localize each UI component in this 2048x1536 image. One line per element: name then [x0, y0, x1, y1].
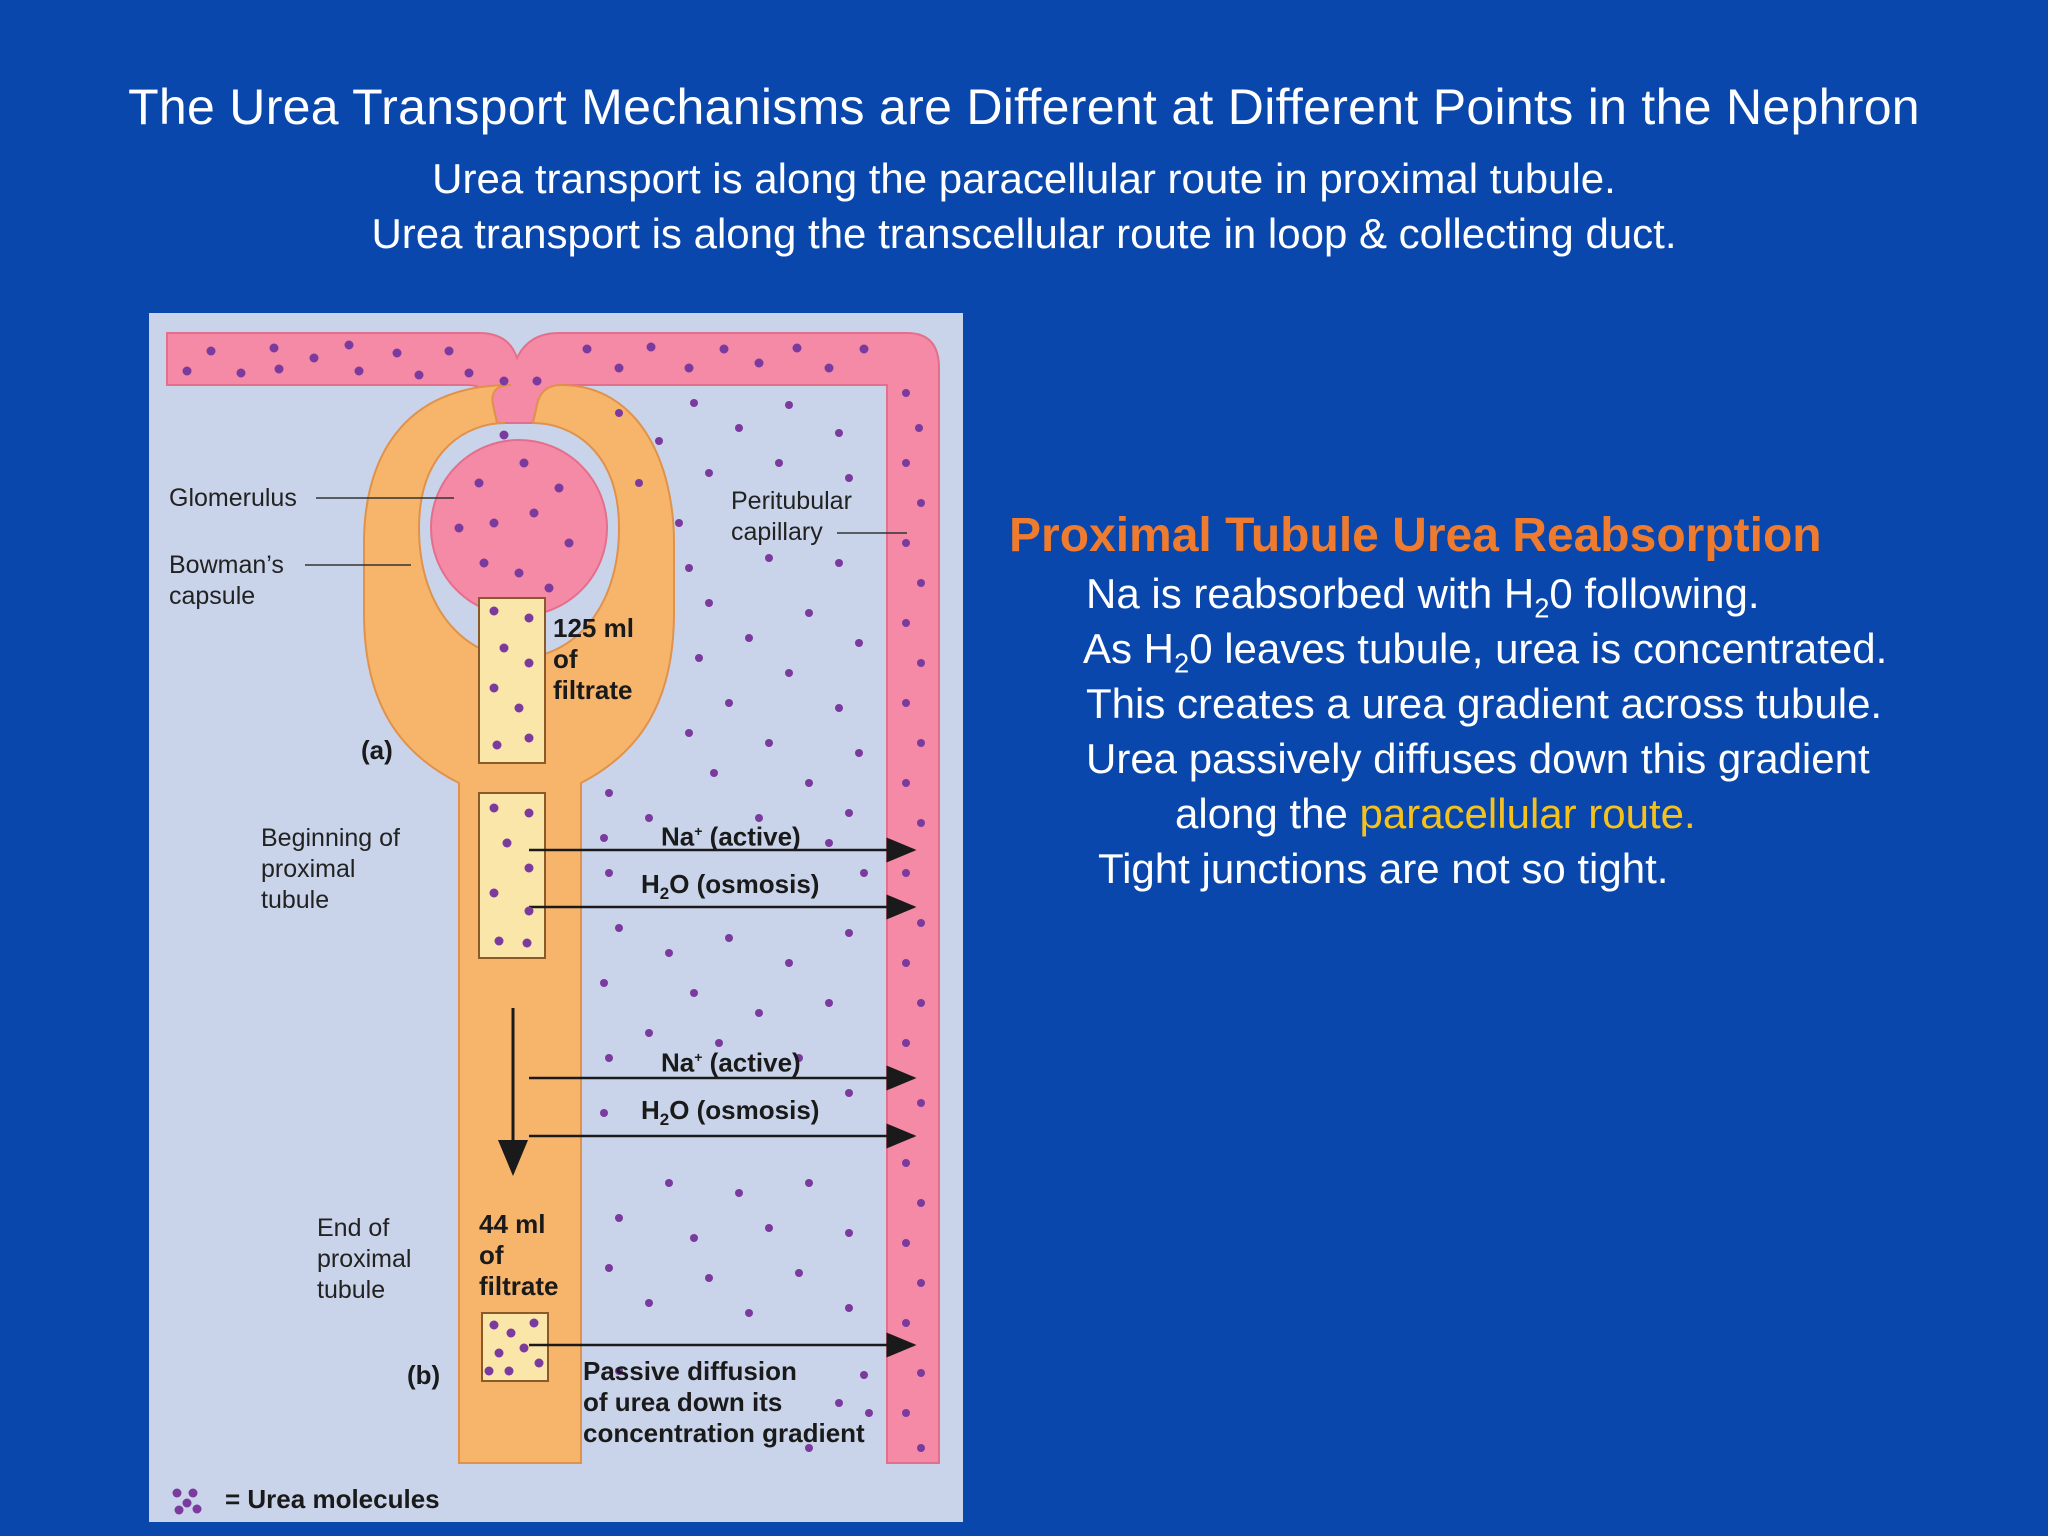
- paracellular-route-highlight: paracellular route.: [1359, 790, 1696, 837]
- glomerulus-label: Glomerulus: [169, 484, 297, 512]
- na-rest-2: (active): [702, 1047, 801, 1078]
- end-label-2: proximal: [317, 1245, 412, 1273]
- beginning-label-3: tubule: [261, 886, 330, 914]
- line1-a: Na is reabsorbed with H: [1086, 570, 1535, 617]
- label-b: (b): [407, 1360, 441, 1390]
- panel-line-2: As H20 leaves tubule, urea is concentrat…: [1083, 625, 1887, 680]
- filtrate-125-label-1: 125 ml: [553, 613, 634, 643]
- line2-sub: 2: [1174, 647, 1190, 679]
- slide-title: The Urea Transport Mechanisms are Differ…: [128, 79, 1920, 135]
- beginning-label-2: proximal: [261, 855, 356, 883]
- line5-a: along the: [1175, 790, 1360, 837]
- filtrate-44-label-2: of: [479, 1240, 504, 1270]
- filtrate-box-beginning: [478, 792, 546, 959]
- filtrate-125-label-2: of: [553, 644, 578, 674]
- legend-label: = Urea molecules: [225, 1484, 440, 1514]
- h2o-h-2: H: [641, 1095, 660, 1125]
- passive-diffusion-label-3: concentration gradient: [583, 1418, 865, 1448]
- panel-line-1: Na is reabsorbed with H20 following.: [1086, 570, 1760, 625]
- panel-line-3: This creates a urea gradient across tubu…: [1086, 680, 1883, 727]
- na-rest-1: (active): [702, 821, 801, 852]
- line1-sub: 2: [1534, 592, 1550, 624]
- panel-heading: Proximal Tubule Urea Reabsorption: [1009, 509, 1822, 562]
- line2-b: 0 leaves tubule, urea is concentrated.: [1189, 625, 1888, 672]
- na-sup-1: +: [694, 823, 703, 839]
- h2o-sub-1: 2: [659, 883, 670, 903]
- na-active-label-1: Na+ (active): [661, 816, 801, 853]
- h2o-sub-2: 2: [659, 1109, 670, 1129]
- slide-subtitle-1: Urea transport is along the paracellular…: [432, 155, 1616, 202]
- filtrate-box-125: [478, 597, 546, 764]
- nephron-figure: Glomerulus Bowman’s capsule Peritubular …: [149, 313, 963, 1522]
- line2-a: As H: [1083, 625, 1175, 672]
- peritubular-label-1: Peritubular: [731, 487, 852, 515]
- beginning-label-1: Beginning of: [261, 824, 401, 852]
- peritubular-label-2: capillary: [731, 518, 823, 546]
- na-sup-2: +: [694, 1049, 703, 1065]
- passive-diffusion-label-2: of urea down its: [583, 1387, 783, 1417]
- bowmans-capsule-label-1: Bowman’s: [169, 551, 284, 579]
- panel-line-5: along the paracellular route.: [1175, 790, 1696, 838]
- h2o-osmosis-label-1: H2O (osmosis): [641, 869, 819, 909]
- slide-subtitle-2: Urea transport is along the transcellula…: [371, 210, 1677, 257]
- h2o-rest-2: O (osmosis): [669, 1095, 820, 1125]
- panel-line-6: Tight junctions are not so tight.: [1098, 845, 1669, 892]
- bowmans-capsule-label-2: capsule: [169, 582, 256, 610]
- filtrate-44-label-3: filtrate: [479, 1271, 559, 1301]
- filtrate-125-label-3: filtrate: [553, 675, 633, 705]
- na-text-1: Na: [661, 821, 695, 852]
- filtrate-44-label-1: 44 ml: [479, 1209, 546, 1239]
- end-label-3: tubule: [317, 1276, 386, 1304]
- na-text-2: Na: [661, 1047, 695, 1078]
- h2o-osmosis-label-2: H2O (osmosis): [641, 1095, 819, 1135]
- end-label-1: End of: [317, 1214, 390, 1242]
- h2o-h-1: H: [641, 869, 660, 899]
- passive-diffusion-label-1: Passive diffusion: [583, 1356, 797, 1386]
- nephron-diagram: [166, 332, 940, 1515]
- label-a: (a): [361, 735, 393, 765]
- line1-b: 0 following.: [1549, 570, 1760, 617]
- urea-molecules: [172, 340, 925, 1515]
- h2o-rest-1: O (osmosis): [669, 869, 820, 899]
- na-active-label-2: Na+ (active): [661, 1042, 801, 1079]
- panel-line-4: Urea passively diffuses down this gradie…: [1086, 735, 1870, 782]
